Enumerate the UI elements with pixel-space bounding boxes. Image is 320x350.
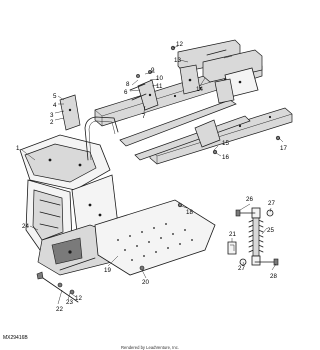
callout-19: 19 xyxy=(104,267,111,274)
callout-5: 5 xyxy=(53,93,57,100)
callout-12b: 12 xyxy=(75,295,82,302)
parts-diagram-viewer: 1 2 3 4 5 6 7 8 9 10 11 12 13 14 15 16 1… xyxy=(16,39,293,313)
front-frame-section xyxy=(19,134,119,251)
callout-18: 18 xyxy=(186,209,193,216)
seat-hoop-inner xyxy=(88,120,116,161)
callout-7: 7 xyxy=(142,113,146,120)
callouts: 1 2 3 4 5 6 7 8 9 10 11 12 13 14 15 16 1… xyxy=(16,41,287,313)
drawing-id: MX29416B xyxy=(3,335,28,341)
render-credit: Rendered by LeadVenture, Inc. xyxy=(121,345,179,350)
bolt-head xyxy=(136,74,140,78)
callout-23: 23 xyxy=(66,299,73,306)
washer-27b xyxy=(266,209,274,217)
right-mid-bracket xyxy=(194,119,221,148)
callout-25: 25 xyxy=(267,227,274,234)
callout-20: 20 xyxy=(142,279,149,286)
callout-17: 17 xyxy=(280,145,287,152)
callout-2: 2 xyxy=(50,119,54,126)
callout-1: 1 xyxy=(16,145,20,152)
callout-13: 13 xyxy=(174,57,181,64)
callout-12: 12 xyxy=(176,41,183,48)
pin-22 xyxy=(39,275,79,303)
callout-8: 8 xyxy=(126,81,130,88)
callout-28: 28 xyxy=(270,273,277,280)
bolt-head xyxy=(275,135,281,141)
center-bracket xyxy=(129,79,159,111)
callout-27: 27 xyxy=(238,265,245,272)
rear-bracket-assembly xyxy=(177,39,263,104)
bolt-head xyxy=(139,265,145,271)
callout-11: 11 xyxy=(156,83,163,90)
clip-21-hook xyxy=(230,244,235,251)
callout-14: 14 xyxy=(196,86,203,93)
leader-lines xyxy=(21,45,284,305)
exploded-parts-diagram: 1 2 3 4 5 6 7 8 9 10 11 12 13 14 15 16 1… xyxy=(16,39,293,313)
pin-22-head xyxy=(36,271,44,280)
clip-21 xyxy=(227,241,237,255)
bolt-28 xyxy=(254,258,279,266)
callout-4: 4 xyxy=(53,102,57,109)
bolt-head xyxy=(177,202,183,208)
bolt-head xyxy=(212,149,218,155)
bolt-26 xyxy=(235,209,256,217)
seat-hoop xyxy=(84,116,119,161)
callout-9: 9 xyxy=(151,67,155,74)
callout-10: 10 xyxy=(156,75,163,82)
callout-26: 26 xyxy=(246,196,253,203)
callout-21: 21 xyxy=(229,231,236,238)
callout-6: 6 xyxy=(124,89,128,96)
bolt-head xyxy=(57,282,63,288)
floor-plate xyxy=(94,199,216,276)
bolt-head xyxy=(69,289,75,295)
callout-22: 22 xyxy=(56,306,63,313)
left-bracket xyxy=(59,94,81,131)
callout-15: 15 xyxy=(222,140,229,147)
callout-27b: 27 xyxy=(268,200,275,207)
callout-16: 16 xyxy=(222,154,229,161)
callout-24: 24 xyxy=(22,223,29,230)
coil-over-shock xyxy=(248,207,264,266)
callout-3: 3 xyxy=(50,112,54,119)
